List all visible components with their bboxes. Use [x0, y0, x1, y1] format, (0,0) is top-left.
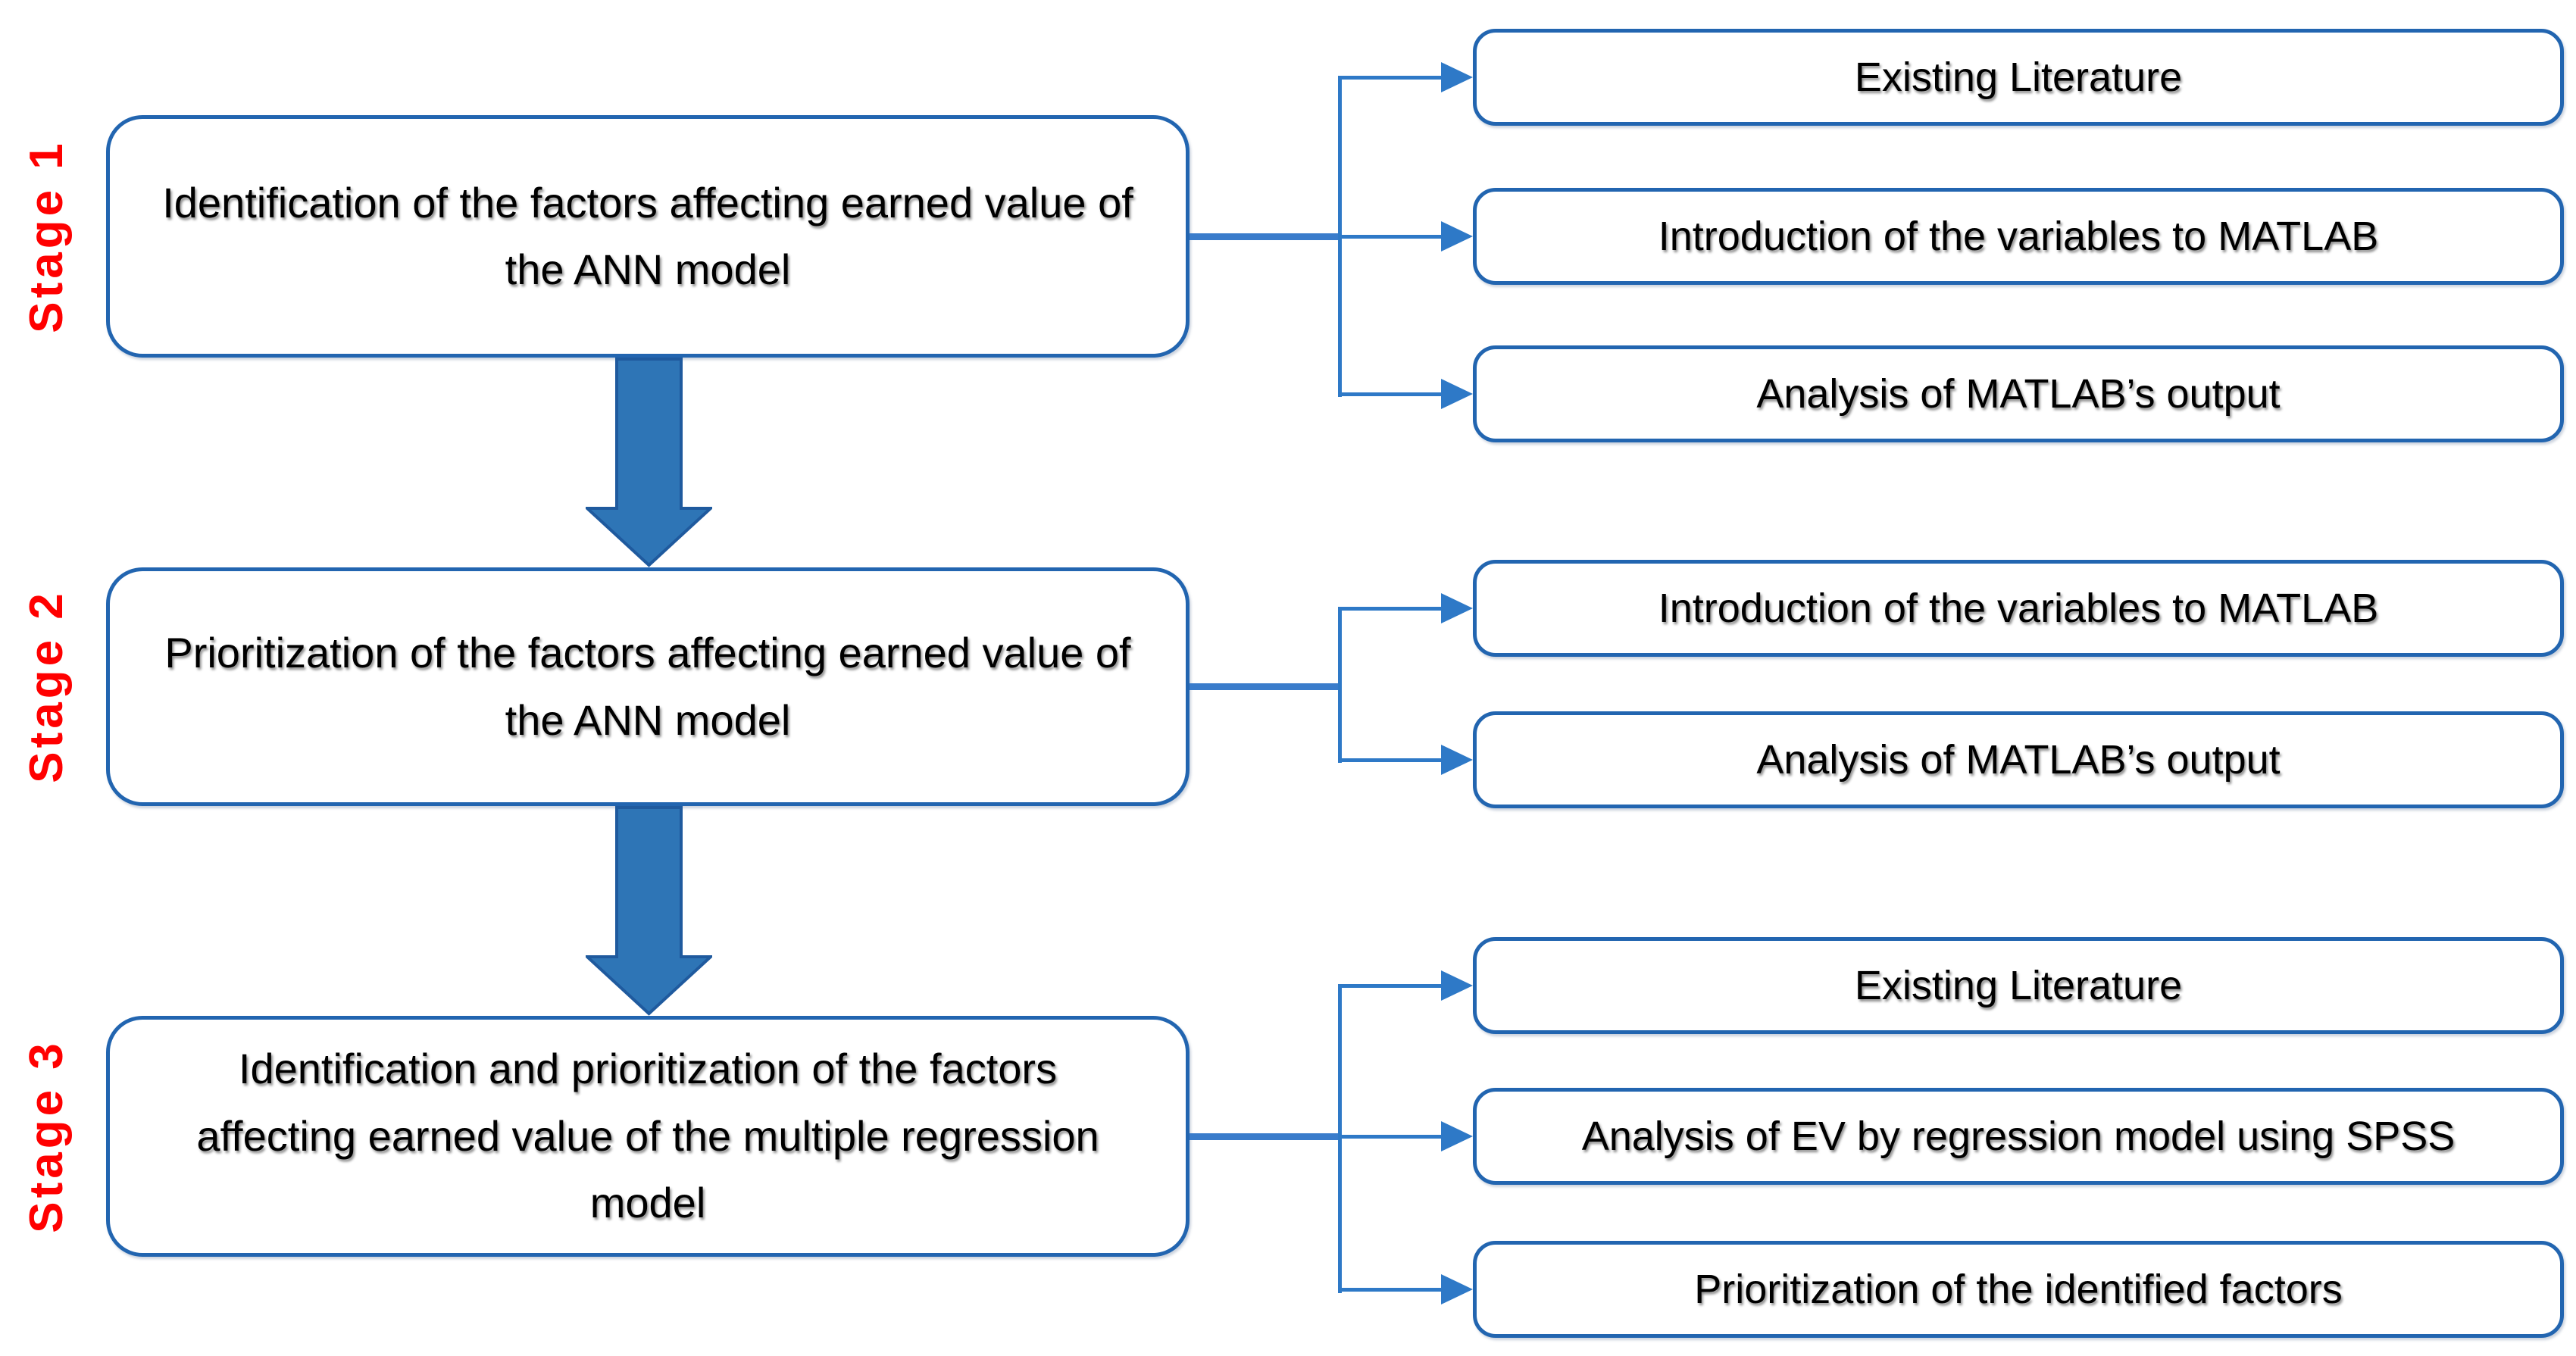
stage-3-branch-line-1: [1338, 984, 1443, 988]
stage-2-trunk-line: [1190, 683, 1341, 690]
stage-1-trunk-line: [1190, 233, 1341, 240]
stage-1-branch-line-2: [1338, 235, 1443, 239]
arrow-right-icon: [1441, 379, 1473, 409]
stage-2-branch-line-1: [1338, 607, 1443, 611]
stage-3-output-box-2: Analysis of EV by regression model using…: [1473, 1088, 2564, 1185]
stage-1-output-text-2: Introduction of the variables to MATLAB: [1658, 214, 2379, 259]
arrow-right-icon: [1441, 1121, 1473, 1151]
stage-3-label: Stage 3: [20, 1039, 73, 1233]
stage-1-output-box-3: Analysis of MATLAB’s output: [1473, 345, 2564, 442]
stage-2-output-text-2: Analysis of MATLAB’s output: [1756, 737, 2281, 783]
arrow-right-icon: [1441, 593, 1473, 623]
arrow-right-icon: [1441, 221, 1473, 252]
stage-3-output-text-1: Existing Literature: [1854, 963, 2183, 1008]
down-arrow-icon: [586, 358, 712, 567]
stage-3-main-box: Identification and prioritization of the…: [106, 1016, 1190, 1257]
stage-3-branch-line: [1338, 984, 1342, 1293]
stage-3-trunk-line: [1190, 1133, 1341, 1140]
stage-2-label: Stage 2: [20, 589, 73, 783]
arrow-right-icon: [1441, 1274, 1473, 1304]
stage-3-output-text-3: Prioritization of the identified factors: [1694, 1267, 2343, 1312]
arrow-right-icon: [1441, 970, 1473, 1001]
stage-2-output-box-1: Introduction of the variables to MATLAB: [1473, 560, 2564, 657]
stage-1-main-text: Identification of the factors affecting …: [162, 178, 1133, 293]
down-arrow-icon: [586, 806, 712, 1016]
arrow-right-icon: [1441, 62, 1473, 92]
stage-3-output-text-2: Analysis of EV by regression model using…: [1581, 1114, 2456, 1159]
stage-2-branch-line: [1338, 607, 1342, 763]
stage-2-output-box-2: Analysis of MATLAB’s output: [1473, 711, 2564, 808]
stage-3-branch-line-3: [1338, 1288, 1443, 1292]
stage-1-output-box-1: Existing Literature: [1473, 29, 2564, 126]
stage-1-main-box: Identification of the factors affecting …: [106, 115, 1190, 358]
stage-1-output-text-1: Existing Literature: [1854, 55, 2183, 100]
arrow-right-icon: [1441, 745, 1473, 775]
stage-3-main-text: Identification and prioritization of the…: [196, 1045, 1099, 1227]
stage-1-branch-line-3: [1338, 392, 1443, 396]
stage-1-output-text-3: Analysis of MATLAB’s output: [1756, 371, 2281, 417]
stage-1-output-box-2: Introduction of the variables to MATLAB: [1473, 188, 2564, 285]
stage-1-label: Stage 1: [20, 139, 73, 333]
stage-1-branch-line-1: [1338, 76, 1443, 80]
stage-2-main-text: Prioritization of the factors affecting …: [164, 629, 1131, 744]
stage-3-output-box-3: Prioritization of the identified factors: [1473, 1241, 2564, 1338]
stage-2-branch-line-2: [1338, 758, 1443, 762]
stage-3-output-box-1: Existing Literature: [1473, 937, 2564, 1034]
stage-2-output-text-1: Introduction of the variables to MATLAB: [1658, 586, 2379, 631]
stage-2-main-box: Prioritization of the factors affecting …: [106, 567, 1190, 806]
stage-3-branch-line-2: [1338, 1135, 1443, 1139]
